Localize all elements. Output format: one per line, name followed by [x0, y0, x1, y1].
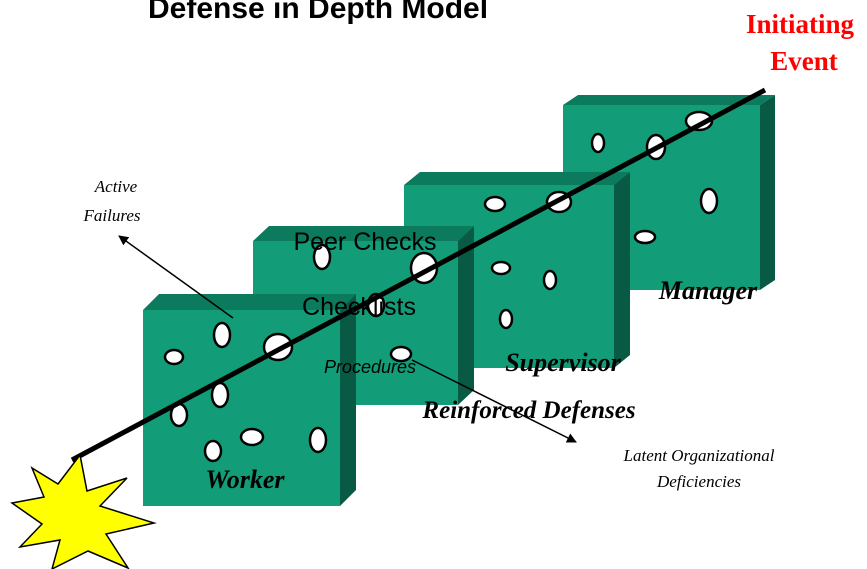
- active-failures-line1: Active: [94, 177, 138, 196]
- latent-deficiencies-arrow: [411, 359, 577, 443]
- worker-layer: [143, 294, 356, 506]
- worker-label: Worker: [206, 465, 286, 494]
- initiating-event-line2: Event: [770, 46, 838, 76]
- active-failures-arrow: [118, 235, 234, 319]
- active-failures-annotation: Active Failures: [83, 177, 234, 319]
- reinforced-defenses-label: Reinforced Defenses: [421, 397, 635, 424]
- diagram-title: Defense in Depth Model: [148, 0, 488, 25]
- latent-deficiencies-line2: Deficiencies: [656, 472, 741, 491]
- latent-deficiencies-line1: Latent Organizational: [623, 446, 775, 465]
- latent-deficiencies-annotation: Latent Organizational Deficiencies: [411, 359, 775, 491]
- supervisor-label: Supervisor: [505, 348, 621, 377]
- active-failures-line2: Failures: [83, 206, 141, 225]
- procedures-label: Procedures: [324, 357, 416, 377]
- initiating-event-label: Initiating Event: [746, 9, 855, 76]
- trajectory-line: [70, 87, 767, 463]
- peer-checks-label: Peer Checks: [293, 228, 436, 256]
- supervisor-layer: [404, 172, 630, 368]
- accident-starburst-icon: [10, 453, 157, 569]
- initiating-event-line1: Initiating: [746, 9, 855, 39]
- manager-label: Manager: [658, 276, 758, 305]
- checklists-label: Checklists: [302, 293, 416, 321]
